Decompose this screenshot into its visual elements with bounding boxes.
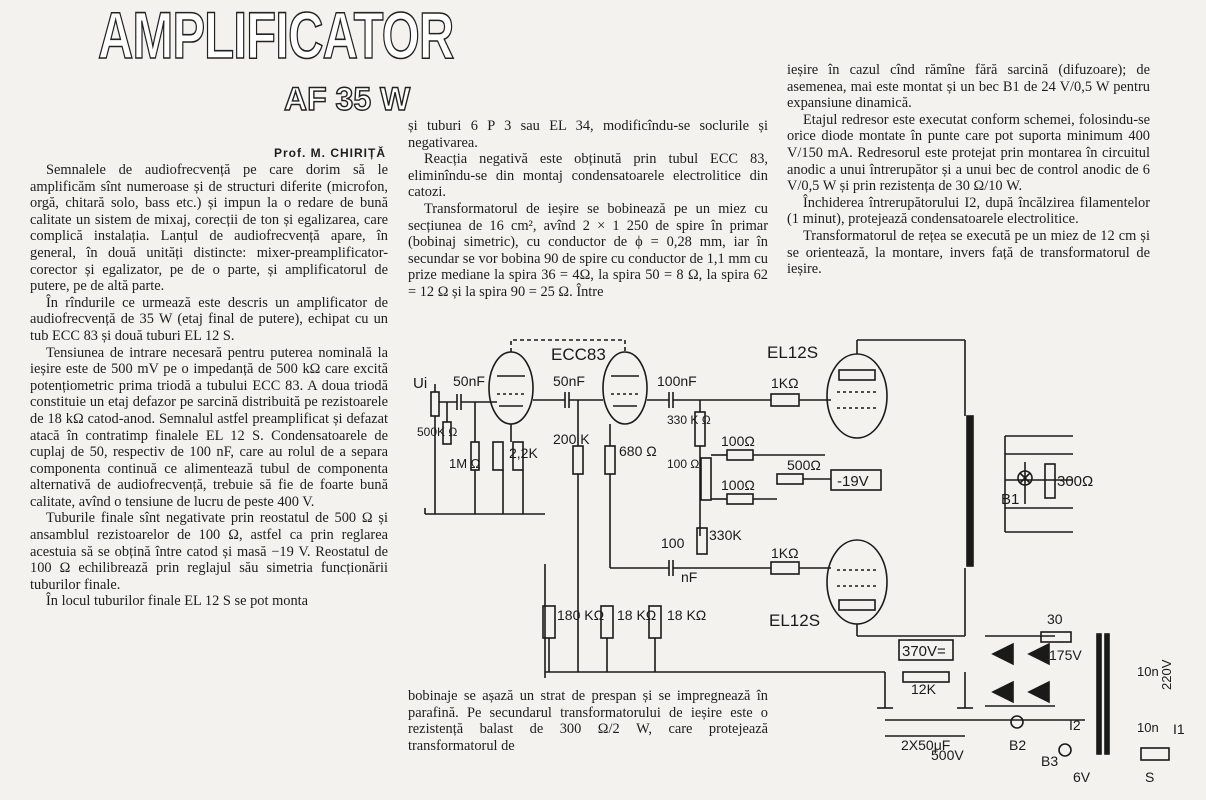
label-el12s-top: EL12S — [767, 343, 818, 362]
label-r200: 200 K — [553, 431, 590, 447]
label-i2: I2 — [1069, 717, 1081, 733]
paragraph: În locul tuburilor finale EL 12 S se pot… — [46, 593, 309, 610]
label-neg-bias: -19V — [837, 473, 869, 490]
paragraph: Etajul redresor este executat conform sc… — [787, 111, 1150, 195]
label-r1k-bottom: 1KΩ — [771, 545, 799, 561]
label-r330b: 330K — [709, 527, 742, 543]
label-r18a: 18 KΩ — [617, 607, 656, 623]
text-column-2-top: și tuburi 6 P 3 sau EL 34, modificîndu-s… — [408, 118, 768, 301]
label-b3: B3 — [1041, 753, 1058, 769]
label-c4: nF — [681, 569, 697, 585]
lamp-b2-icon — [1010, 715, 1024, 729]
label-s: S — [1145, 769, 1154, 785]
text-column-3: ieșire în cazul cînd rămîne fără sarcină… — [787, 62, 1150, 278]
label-r12k: 12K — [911, 681, 937, 697]
article-author: Prof. M. CHIRIȚĂ — [274, 146, 386, 160]
paragraph: Transformatorul de rețea se execută pe u… — [787, 227, 1150, 278]
label-i1: I1 — [1173, 721, 1185, 737]
label-10n-b: 10n — [1137, 720, 1159, 735]
label-r100a: 100Ω — [721, 433, 755, 449]
paragraph: și tuburi 6 P 3 sau EL 34, modificîndu-s… — [408, 118, 768, 151]
article-subtitle: AF 35 W — [283, 81, 411, 117]
label-r22k: 2,2K — [509, 445, 538, 461]
paragraph: ieșire în cazul cînd rămîne fără sarcină… — [787, 62, 1150, 112]
output-transformer-core — [966, 415, 974, 567]
label-ecc83: ECC83 — [551, 345, 606, 364]
label-c-in: 50nF — [453, 373, 485, 389]
label-r30: 30 — [1047, 611, 1063, 627]
paragraph: Tuburile finale sînt negativate prin reo… — [30, 510, 388, 593]
text-column-1: Semnalele de audiofrecvență pe care dori… — [30, 162, 388, 610]
label-r180: 180 KΩ — [557, 607, 604, 623]
paragraph: bobinaje se așază un strat de prespan și… — [408, 688, 768, 754]
article-title: AMPLIFICATOR — [97, 0, 455, 72]
el12s-tube-top — [826, 353, 888, 439]
mains-transformer-core — [1096, 633, 1102, 755]
label-r100b: 100Ω — [721, 477, 755, 493]
paragraph: Tensiunea de intrare necesară pentru put… — [30, 344, 388, 510]
lamp-b1-icon — [1017, 470, 1033, 486]
label-r100pot: 100 Ω — [667, 457, 699, 471]
label-500v: 500V — [931, 747, 964, 763]
bridge-rectifier — [985, 635, 1055, 707]
paragraph: În rîndurile ce urmează este descris un … — [30, 294, 388, 344]
circuit-schematic: ECC83 Ui 50nF 500K Ω 1M Ω 2,2K 50nF 200 … — [413, 339, 1185, 785]
label-r500: 500Ω — [787, 457, 821, 473]
ecc83-tube-1 — [488, 351, 534, 425]
label-10n-a: 10n — [1137, 664, 1159, 679]
label-r18b: 18 KΩ — [667, 607, 706, 623]
label-r100c: 100 — [661, 535, 685, 551]
label-r300: 300Ω — [1057, 473, 1093, 490]
label-r1m: 1M Ω — [449, 456, 481, 471]
label-c3: 100nF — [657, 373, 697, 389]
label-r680: 680 Ω — [619, 443, 657, 459]
fuse — [1140, 747, 1170, 761]
label-pot: 500K Ω — [417, 425, 457, 439]
label-r330a: 330 K Ω — [667, 413, 711, 427]
el12s-tube-bottom — [826, 539, 888, 625]
lamp-b3-icon — [1058, 743, 1072, 757]
paragraph: Transformatorul de ieșire se bobinează p… — [408, 200, 768, 300]
label-175v: 175V — [1049, 647, 1082, 663]
label-b1: B1 — [1001, 491, 1019, 508]
label-b2: B2 — [1009, 737, 1026, 753]
label-hv: 370V= — [902, 643, 946, 660]
ecc83-tube-2 — [602, 351, 648, 425]
label-c2: 50nF — [553, 373, 585, 389]
label-caps: 2X50μF — [901, 737, 950, 753]
label-ui: Ui — [413, 375, 427, 392]
label-220v: 220V — [1159, 659, 1174, 690]
label-6v: 6V — [1073, 769, 1091, 785]
paragraph: Reacția negativă este obținută prin tubu… — [408, 151, 768, 201]
label-r1k-top: 1KΩ — [771, 375, 799, 391]
label-el12s-bottom: EL12S — [769, 611, 820, 630]
paragraph: Semnalele de audiofrecvență pe care dori… — [30, 162, 388, 295]
input-potentiometer — [430, 391, 440, 417]
text-column-2-bottom: bobinaje se așază un strat de prespan și… — [408, 688, 768, 754]
paragraph: Închiderea întrerupătorului I2, după înc… — [787, 194, 1150, 228]
